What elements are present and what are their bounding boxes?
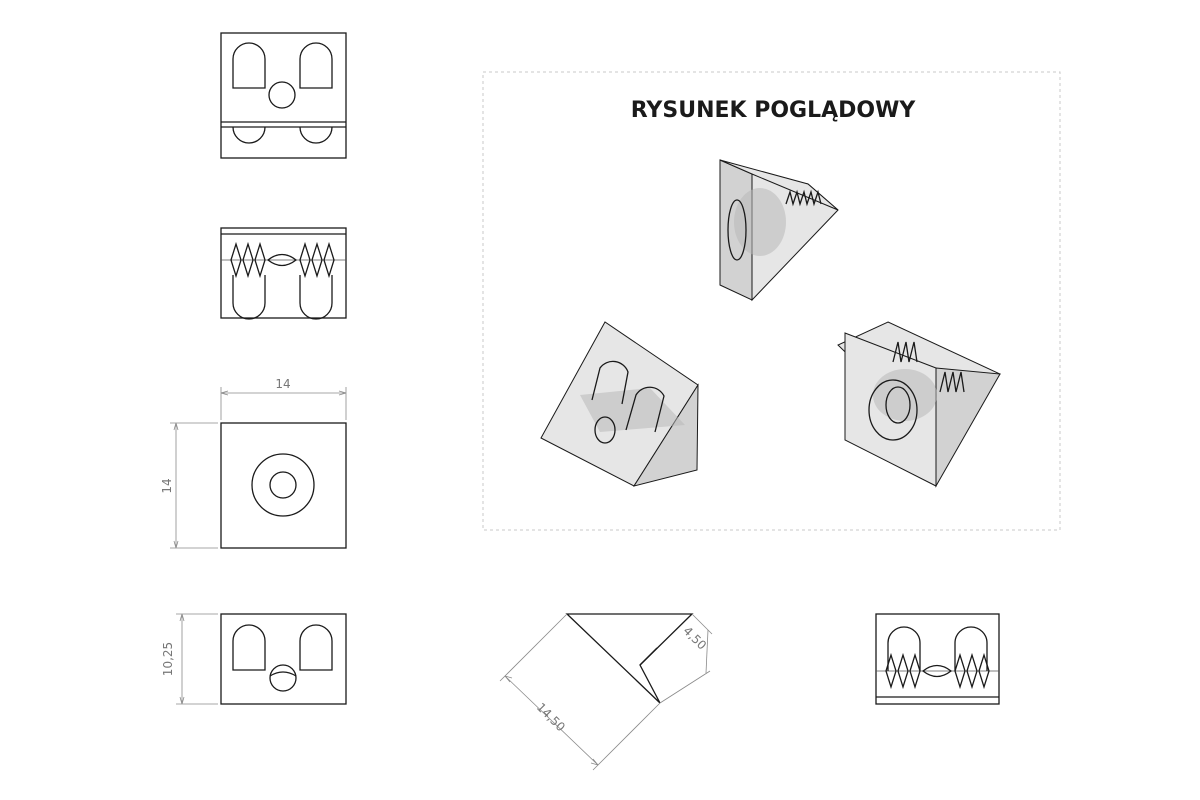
center-hole (268, 81, 296, 109)
teeth-group-right (299, 241, 335, 279)
view-teeth-inverted (875, 613, 1000, 705)
isometric-frame (482, 71, 1061, 531)
isometric-title: RYSUNEK POGLĄDOWY (631, 98, 917, 123)
iso-bracket-top (719, 159, 839, 302)
iso-bracket-left (540, 321, 699, 487)
dim-width: 14 (275, 377, 290, 391)
view-bottom (176, 613, 347, 705)
teeth-group-left (230, 241, 266, 279)
view-front (170, 387, 347, 549)
slot-right (299, 42, 333, 89)
iso-bracket-right (837, 321, 1001, 488)
view-top-openings (220, 32, 347, 159)
dim-height: 14 (160, 478, 174, 493)
slot-left (232, 42, 266, 89)
view-teeth (220, 227, 347, 320)
view-side-profile (499, 613, 713, 771)
dim-leg-short: 4,50 (680, 624, 709, 653)
dim-leg-long: 14,50 (534, 700, 568, 734)
inner-hole (269, 471, 297, 499)
dim-side-height: 10,25 (161, 642, 175, 676)
outer-ring (251, 453, 315, 517)
